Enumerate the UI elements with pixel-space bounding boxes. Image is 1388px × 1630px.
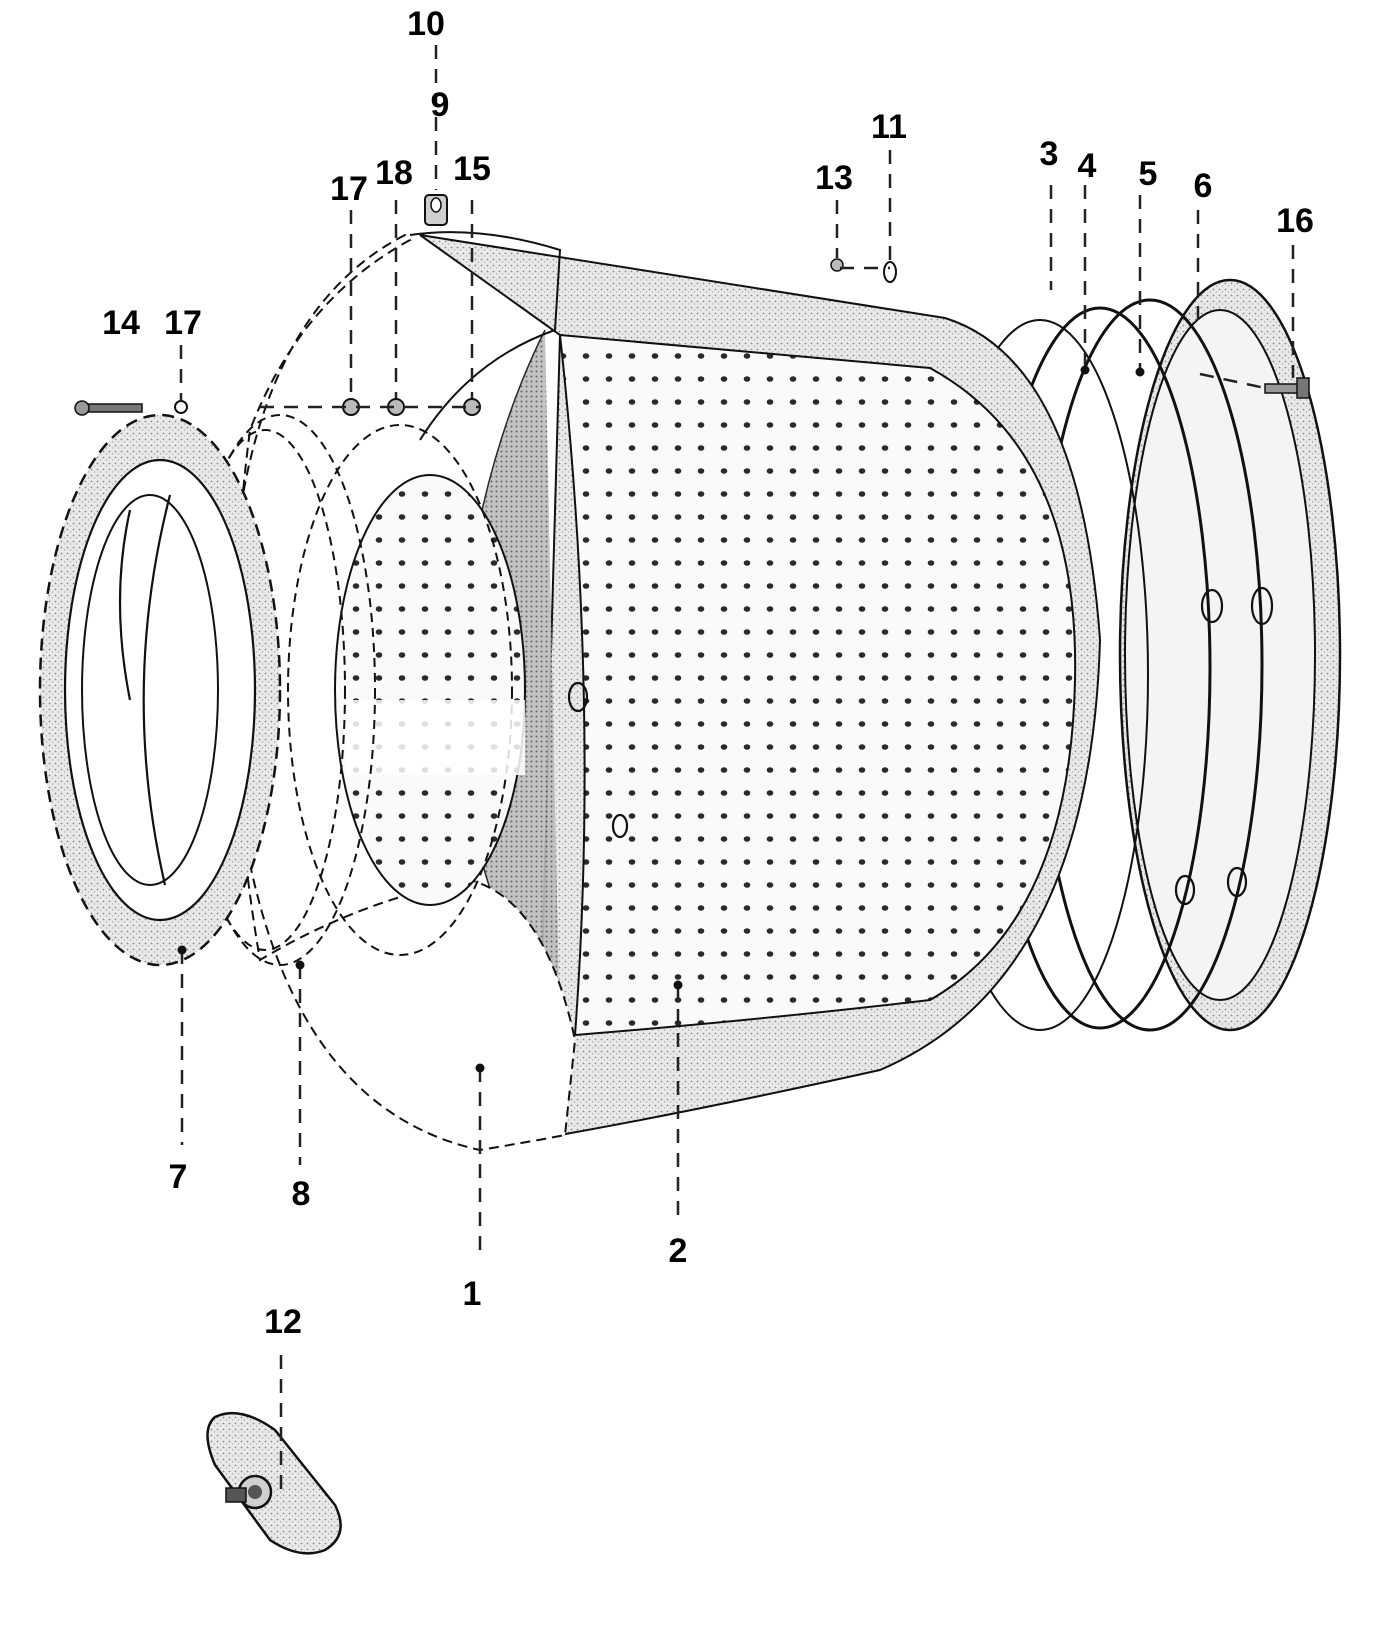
callout-16: 16 [1276, 202, 1314, 240]
callout-7: 7 [169, 1158, 188, 1196]
leader-lines [177, 45, 1295, 1495]
callout-8: 8 [292, 1175, 311, 1213]
rear-flange-rings [931, 278, 1342, 1032]
callout-labels: 1 2 3 4 5 6 7 8 9 10 11 12 13 14 15 16 1… [102, 5, 1314, 1341]
nut-row [174, 398, 481, 416]
counterweight-block [206, 1411, 342, 1555]
callout-11: 11 [871, 108, 907, 146]
callout-1: 1 [463, 1275, 482, 1313]
callout-9: 9 [431, 86, 450, 124]
callout-2: 2 [669, 1232, 688, 1270]
inner-perforated-drum [454, 329, 1077, 1041]
callout-5: 5 [1139, 155, 1158, 193]
screw-14 [74, 400, 143, 416]
callout-12: 12 [264, 1303, 302, 1341]
callout-10: 10 [407, 5, 445, 43]
callout-13: 13 [815, 159, 853, 197]
front-ring [38, 413, 282, 967]
callout-17-left: 17 [164, 304, 202, 342]
callout-4: 4 [1078, 147, 1097, 185]
hardware-parts [74, 194, 1310, 416]
front-drum-opening [287, 424, 526, 956]
front-tub-half [228, 231, 577, 1152]
callout-3: 3 [1040, 135, 1059, 173]
callout-6: 6 [1194, 167, 1213, 205]
bolt-16 [1264, 377, 1310, 399]
callout-17-center: 17 [330, 170, 368, 208]
callout-15: 15 [453, 150, 491, 188]
callout-18: 18 [375, 154, 413, 192]
callout-14: 14 [102, 304, 140, 342]
